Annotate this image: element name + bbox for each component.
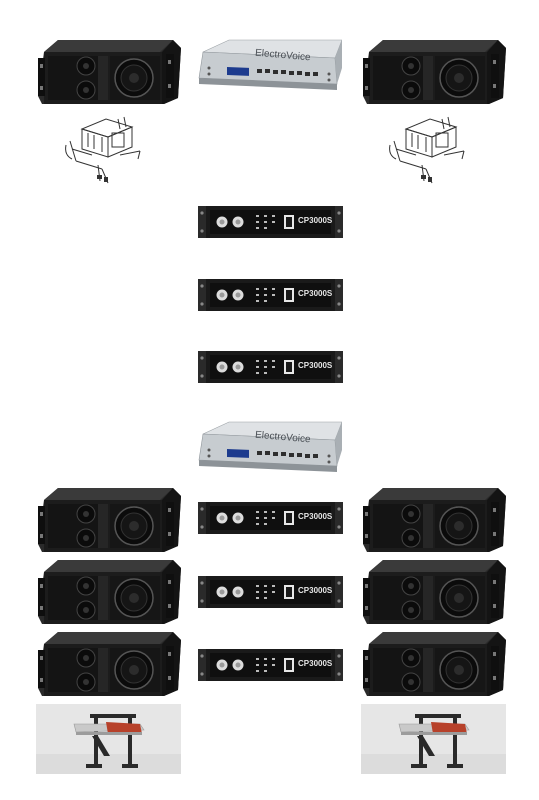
dsp-processor-icon: ElectroVoice [197, 38, 342, 103]
power-amplifier-icon: CP3000S [198, 206, 343, 238]
line-array-speaker-icon [36, 630, 181, 698]
amplifier-model-label: CP3000S [298, 659, 333, 668]
amplifier-model-label: CP3000S [298, 586, 333, 595]
power-amplifier-icon: CP3000S [198, 502, 343, 534]
rigging-frame-icon [386, 115, 466, 185]
power-amplifier-icon: CP3000S [198, 351, 343, 383]
line-array-speaker-icon [36, 38, 181, 106]
amplifier-model-label: CP3000S [298, 361, 333, 370]
line-array-speaker-icon [36, 558, 181, 626]
ground-stack-stand-icon [361, 704, 506, 774]
rigging-frame-icon [62, 115, 142, 185]
power-amplifier-icon: CP3000S [198, 649, 343, 681]
line-array-speaker-icon [361, 38, 506, 106]
line-array-speaker-icon [36, 486, 181, 554]
power-amplifier-icon: CP3000S [198, 576, 343, 608]
amplifier-model-label: CP3000S [298, 289, 333, 298]
line-array-speaker-icon [361, 486, 506, 554]
amplifier-model-label: CP3000S [298, 216, 333, 225]
line-array-speaker-icon [361, 558, 506, 626]
dsp-processor-icon: ElectroVoice [197, 420, 342, 485]
amplifier-model-label: CP3000S [298, 512, 333, 521]
line-array-speaker-icon [361, 630, 506, 698]
power-amplifier-icon: CP3000S [198, 279, 343, 311]
ground-stack-stand-icon [36, 704, 181, 774]
